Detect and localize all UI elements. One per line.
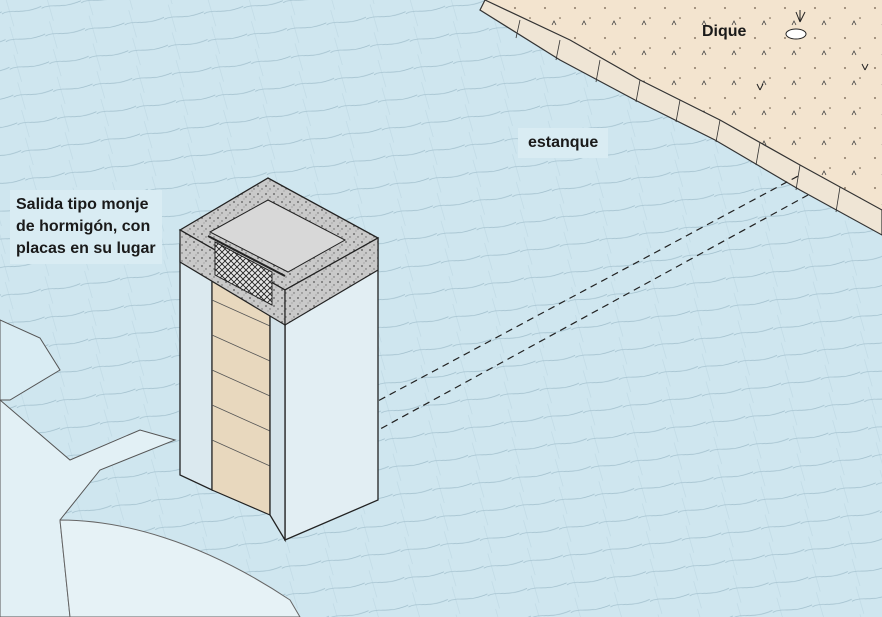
dike-label: Dique <box>702 23 747 40</box>
flashboard-lines <box>211 299 271 467</box>
monk-outlet-label: Salida tipo monje de hormigón, con placa… <box>10 190 162 264</box>
monk-tower <box>178 177 380 543</box>
dike-vegetation <box>756 10 869 91</box>
pond-floor-channel <box>59 519 301 617</box>
pond-floor-left <box>0 399 177 617</box>
dike-edge-hatching <box>515 19 841 213</box>
dike-bank <box>485 0 882 210</box>
outlet-pipe <box>304 174 809 464</box>
trash-screen <box>214 241 273 306</box>
pond-slope-left <box>0 319 61 401</box>
pond-label: estanque <box>518 128 609 158</box>
